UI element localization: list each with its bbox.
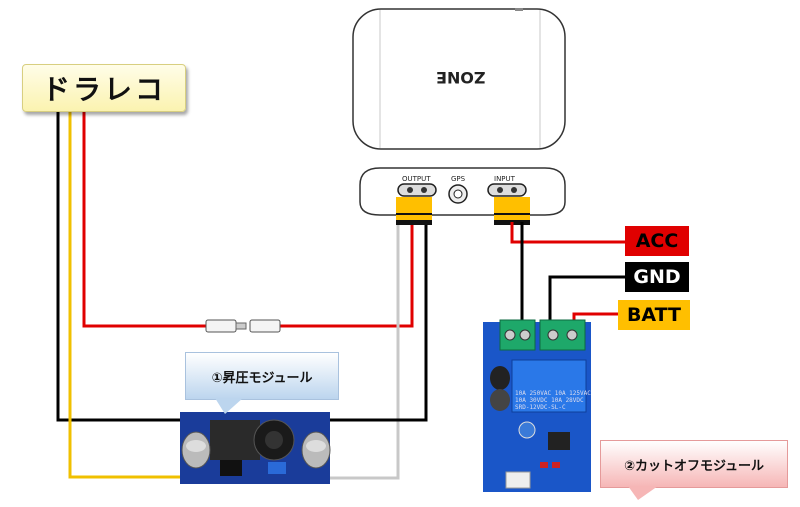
wire-dashcam-black: [56, 110, 186, 422]
port-gps-label: GPS: [451, 175, 466, 183]
output-connector: [396, 197, 432, 225]
relay-spec-1: 10A 250VAC 10A 125VAC: [515, 390, 591, 397]
wire-red-to-output: [280, 222, 414, 328]
inline-connector: [205, 319, 281, 333]
port-input-label: INPUT: [494, 175, 515, 183]
terminal-acc: ACC: [625, 226, 689, 256]
boost-module-board: [180, 412, 331, 484]
terminal-gnd: GND: [625, 262, 689, 292]
wire-acc: [510, 222, 625, 244]
relay-model: SRD-12VDC-SL-C: [515, 404, 566, 411]
callout-cutoff-module: ②カットオフモジュール: [600, 440, 788, 488]
port-output-label: OUTPUT: [402, 175, 431, 183]
wire-dashcam-yellow: [68, 110, 186, 479]
cutoff-module-board: [483, 319, 591, 492]
callout-boost-tail: [215, 398, 243, 414]
power-device: [352, 8, 566, 150]
wire-gnd: [548, 275, 625, 322]
terminal-batt: BATT: [618, 300, 690, 330]
wire-gray-output: [328, 222, 400, 480]
input-connector: [494, 197, 530, 225]
callout-boost-module: ①昇圧モジュール: [185, 352, 339, 400]
dashcam-label: ドラレコ: [22, 64, 186, 112]
relay-spec-2: 10A 30VDC 10A 28VDC: [515, 397, 584, 404]
wire-batt: [572, 312, 618, 322]
device-brand-logo: ZONE: [436, 68, 486, 87]
wire-black-output: [328, 222, 428, 422]
wire-dashcam-red: [82, 110, 206, 328]
callout-cutoff-tail: [628, 486, 658, 500]
